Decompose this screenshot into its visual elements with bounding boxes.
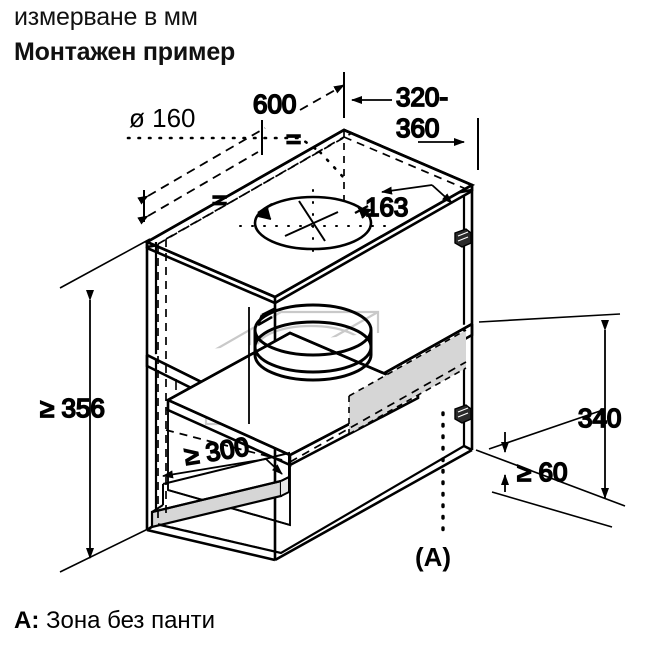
bottom-shelf: [150, 451, 290, 529]
no-hinge-zone-panel: [348, 329, 467, 435]
legend-key: A:: [14, 607, 40, 634]
callout-label-a: (A): [415, 542, 451, 572]
dimension-min-total-height: ≥ 356: [39, 238, 153, 573]
zone-a-callout: (A): [415, 411, 451, 572]
hinge-bracket-lower: [454, 404, 472, 424]
dimension-duct-diameter: ø 160: [126, 103, 346, 180]
dimension-lower-height: 340: [475, 313, 626, 507]
dimension-cabinet-width: 600 = =: [137, 72, 345, 225]
dim-label-depth-2: 360: [396, 113, 439, 143]
dim-label-163: 163: [365, 192, 408, 222]
duct-opening-top: [239, 189, 391, 259]
dim-label-340: 340: [578, 403, 621, 433]
dim-label-width: 600: [253, 89, 296, 119]
legend-note: A: Зона без панти: [14, 607, 215, 635]
hidden-edge-lines: [157, 132, 471, 554]
unit-note: измерване в мм: [14, 3, 198, 31]
dim-label-356: ≥ 356: [40, 393, 105, 423]
round-duct: [253, 303, 373, 382]
hinge-bracket-upper: [454, 228, 472, 248]
cabinet-body: [144, 128, 475, 562]
dim-label-60: ≥ 60: [517, 457, 567, 487]
dimension-cabinet-depth: 320- 360: [351, 81, 479, 170]
dimension-vent-offset: 163: [364, 184, 453, 223]
dimension-min-bottom-gap: ≥ 60: [488, 410, 613, 528]
page-title: Монтажен пример: [14, 38, 236, 66]
dim-label-equal-left: =: [212, 185, 227, 215]
dim-label-equal-right: =: [286, 124, 301, 154]
legend-text: Зона без панти: [39, 607, 216, 634]
dim-label-depth-1: 320-: [396, 82, 448, 112]
dim-label-diameter: ø 160: [129, 103, 196, 133]
